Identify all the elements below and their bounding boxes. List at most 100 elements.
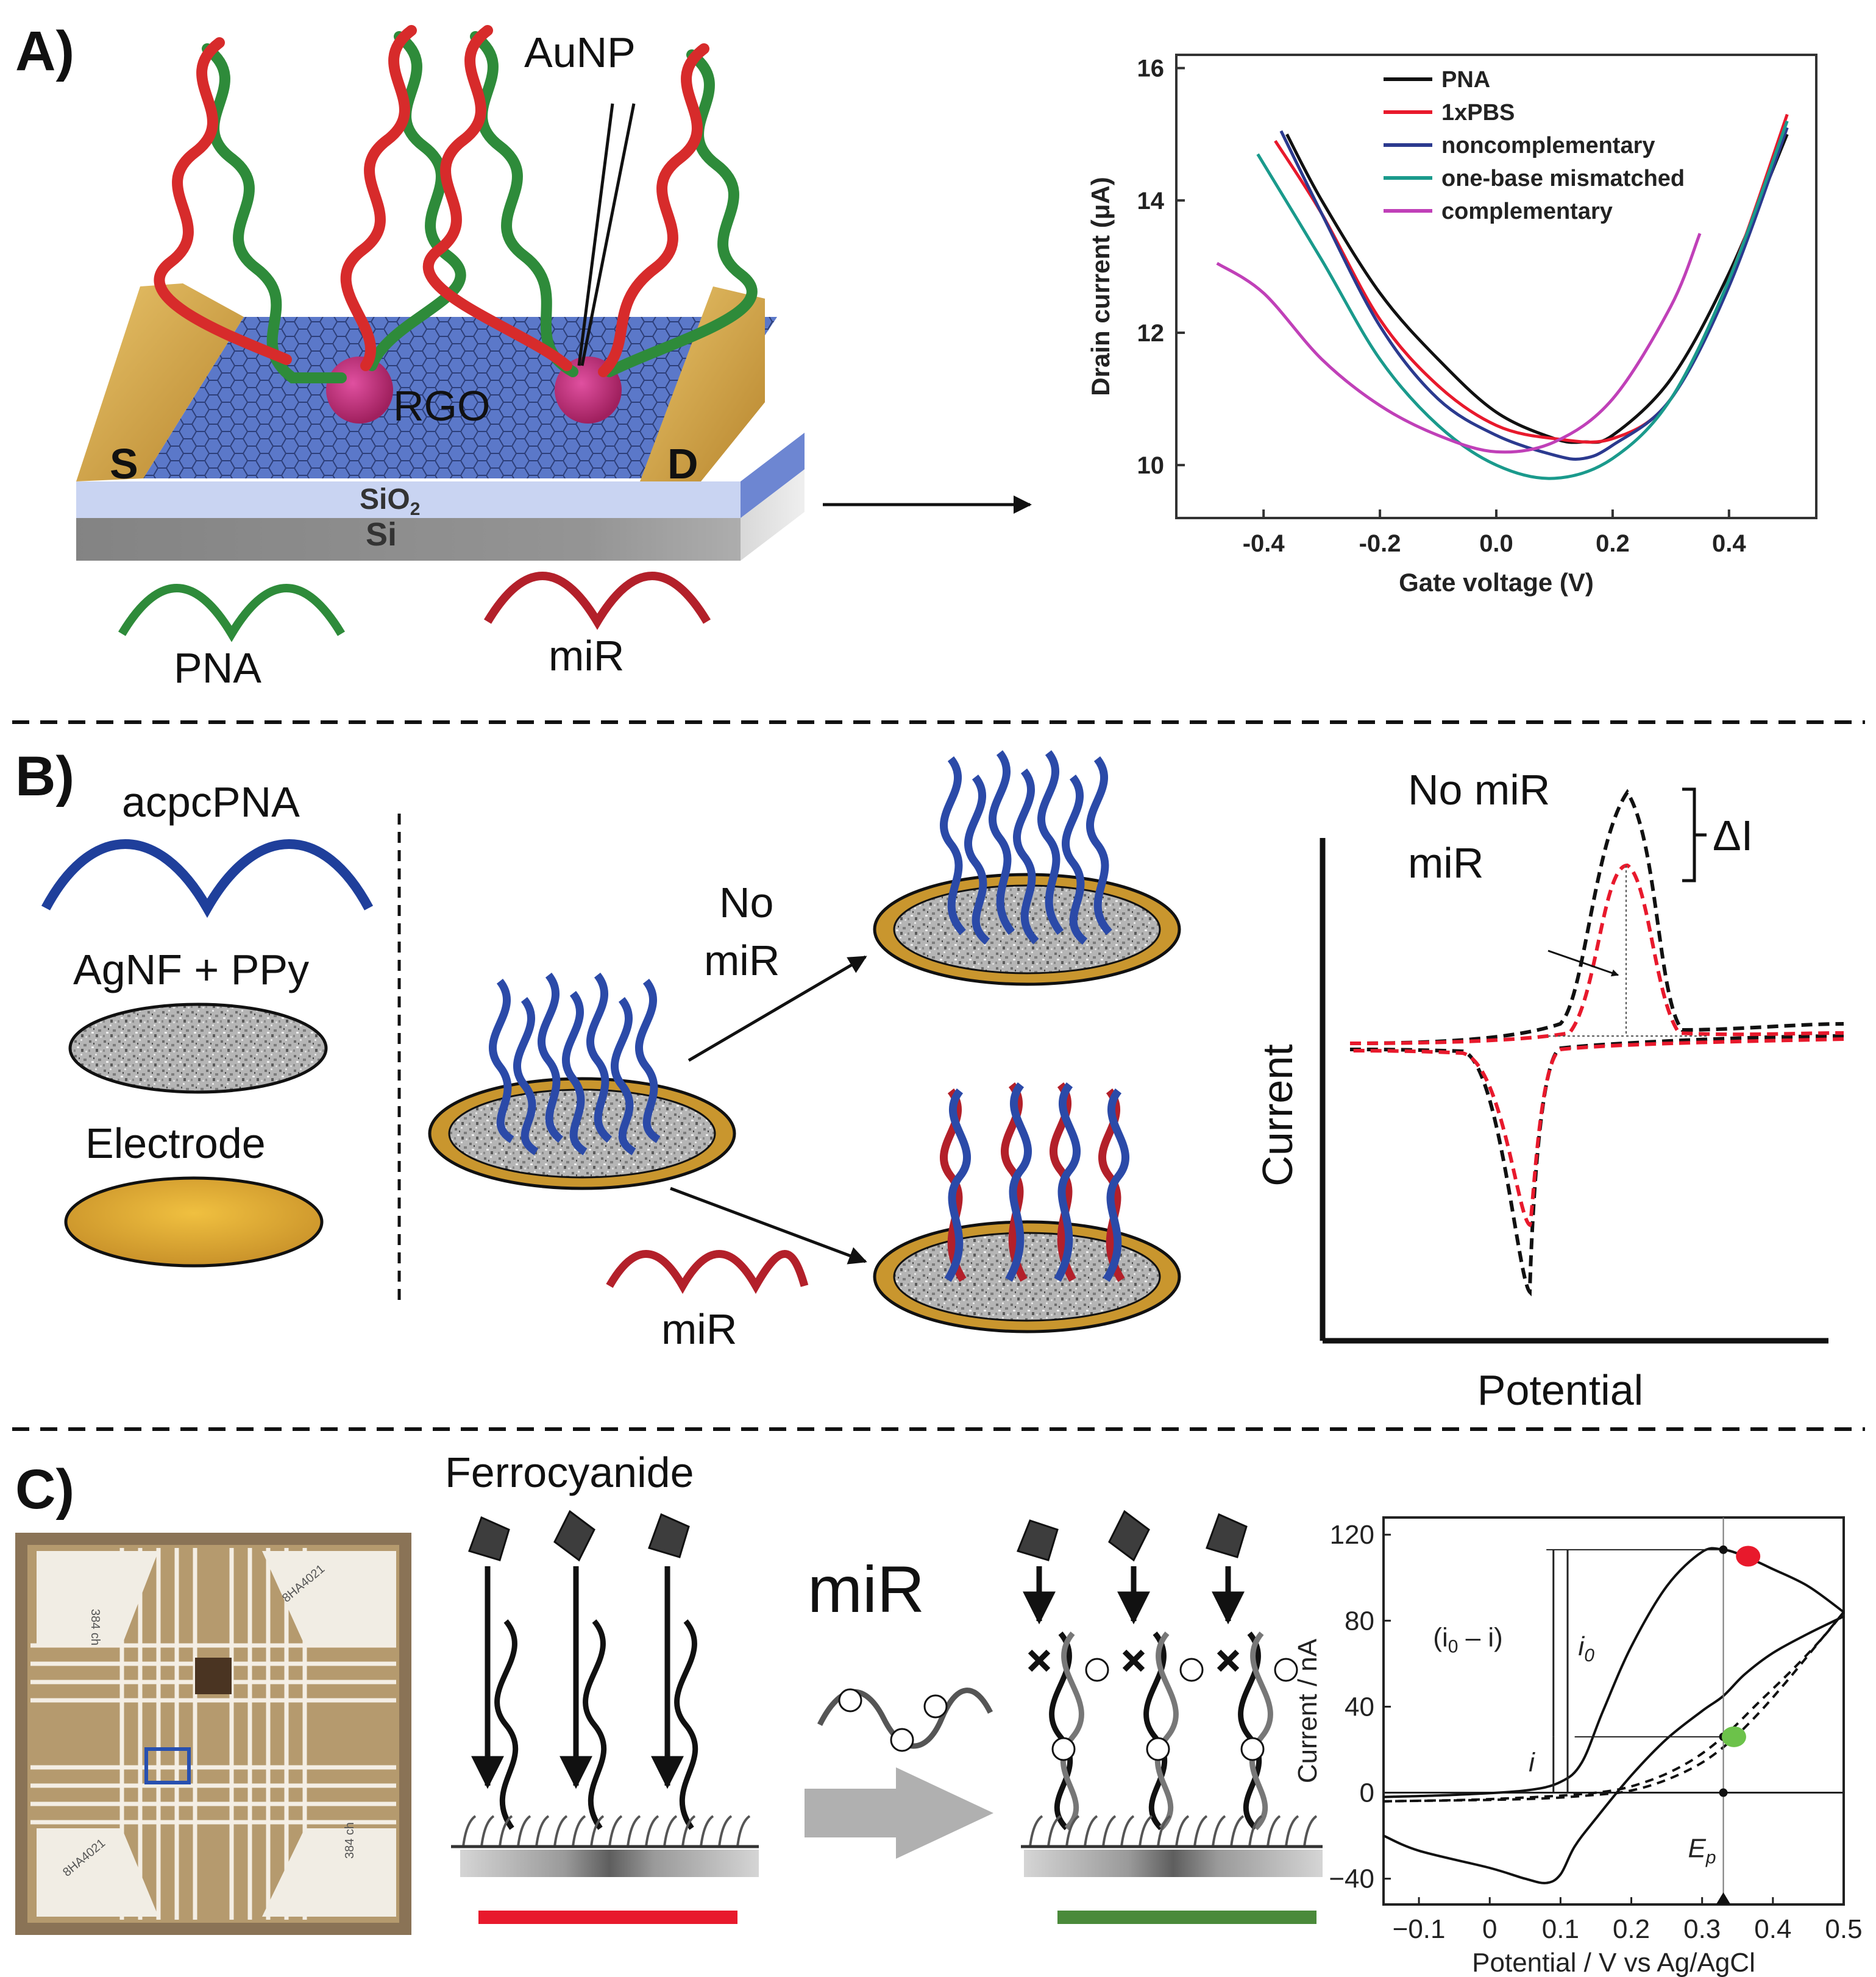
cv-no-mir-reverse xyxy=(1349,1034,1844,1297)
chart-c-xtick-label: 0.2 xyxy=(1613,1914,1650,1944)
cv-no-mir-label: No miR xyxy=(1408,766,1550,814)
chart-c-xtick-label: −0.1 xyxy=(1393,1914,1446,1944)
duplex-strand-1a xyxy=(1049,1631,1073,1831)
electrode-label: Electrode xyxy=(85,1120,266,1167)
chart-c-xtick-label: 0.3 xyxy=(1683,1914,1721,1944)
chart-c-xtick-label: 0.1 xyxy=(1542,1914,1579,1944)
substrate-right xyxy=(1024,1850,1323,1877)
mir-strand-c xyxy=(817,1688,993,1752)
mir-strand-icon-b xyxy=(606,1250,809,1294)
cv-no-mir-forward xyxy=(1349,789,1844,1045)
chart-a-series-line xyxy=(1256,120,1789,480)
duplex-strand-3a xyxy=(1238,1631,1262,1831)
probe-strand-2 xyxy=(583,1619,607,1830)
chip-pad-bl xyxy=(37,1828,158,1917)
drain-label: D xyxy=(667,440,698,488)
charge-icon xyxy=(838,1688,862,1713)
duplex-4-red xyxy=(598,43,709,377)
rgo-label: RGO xyxy=(393,382,490,430)
source-electrode xyxy=(76,283,244,481)
ferrocyanide-scheme-hybridized xyxy=(1016,1510,1323,1924)
duplex-strand-2b xyxy=(1154,1631,1179,1831)
mir-strand-icon xyxy=(483,572,711,630)
duplex-1-red xyxy=(154,37,292,365)
rgo-fet-device: S D SiO2 Si RGO AuNP xyxy=(76,25,805,561)
cv-mir-label: miR xyxy=(1408,839,1483,887)
chip-highlight-box xyxy=(144,1747,191,1784)
chart-c-ep-sub: p xyxy=(1705,1847,1716,1867)
chart-c-ep-label: Ep xyxy=(1688,1833,1716,1867)
surface-linkers-right xyxy=(1029,1815,1318,1847)
ferrocyanide-ion-2 xyxy=(553,1510,595,1562)
mir-big-label: miR xyxy=(808,1552,925,1626)
chart-c-i-label: i xyxy=(1529,1747,1535,1777)
charge-icon xyxy=(1179,1658,1204,1682)
chart-b-xlabel: Potential xyxy=(1477,1366,1643,1414)
chart-c-i0-minus-i-sub: 0 xyxy=(1448,1637,1459,1657)
source-label: S xyxy=(110,440,138,488)
chart-c-i0-minus-i-tail: – i) xyxy=(1458,1623,1502,1653)
delta-i-label: ΔI xyxy=(1713,812,1753,859)
chip-text-3: 384 ch xyxy=(88,1609,102,1645)
probe-strand-1 xyxy=(494,1619,519,1830)
charge-icon xyxy=(1240,1737,1265,1761)
chart-a-legend-label: PNA xyxy=(1441,67,1490,93)
cv-mir-reverse xyxy=(1349,1037,1844,1228)
delta-i-bracket xyxy=(1682,787,1707,882)
chart-c-point-dot xyxy=(1719,1788,1728,1797)
panel-b-letter: B) xyxy=(15,745,74,807)
chart-a-legend-label: one-base mismatched xyxy=(1441,166,1685,191)
aunp-ball-1 xyxy=(326,357,393,424)
chart-b-ylabel: Current xyxy=(1254,1044,1301,1186)
chip-pad-tl xyxy=(37,1551,158,1645)
chip-text-4: 384 ch xyxy=(343,1822,357,1859)
chart-c-xtick-label: 0.4 xyxy=(1754,1914,1791,1944)
chart-a-xtick-label: 0.0 xyxy=(1479,530,1513,557)
ferrocyanide-ion-5 xyxy=(1108,1510,1150,1562)
chart-c-i0-sub: 0 xyxy=(1584,1645,1594,1666)
chart-c-i0-minus-i-label: (i0 – i) xyxy=(1433,1623,1502,1657)
duplex-3-green xyxy=(470,31,578,377)
chart-c-state-marker xyxy=(1721,1726,1746,1747)
duplex-2-green xyxy=(366,31,466,371)
panel-a: A) S D SiO2 Si RGO xyxy=(15,20,1817,692)
sio2-front xyxy=(76,481,741,518)
ferrocyanide-ion-6 xyxy=(1206,1513,1248,1558)
no-mir-text-2: miR xyxy=(704,937,780,984)
ferrocyanide-scheme-probe-only xyxy=(451,1510,759,1924)
block-x-icon xyxy=(1028,1649,1051,1672)
surface-linkers-left xyxy=(462,1815,751,1847)
electrode-chip-photo: 8HA4021 8HA4021 384 ch 384 ch xyxy=(15,1533,411,1935)
chart-c-xtick-label: 0.5 xyxy=(1825,1914,1862,1944)
duplex-1-green xyxy=(202,43,347,383)
charge-icon xyxy=(890,1728,914,1752)
agnf-ppy-label: AgNF + PPy xyxy=(73,946,309,993)
electrode-mir-result xyxy=(873,1082,1181,1333)
pna-strand-icon xyxy=(118,584,346,642)
chart-a-ytick-label: 16 xyxy=(1137,55,1165,82)
signal-bar-green xyxy=(1057,1911,1316,1924)
chart-c-ytick-label: 40 xyxy=(1345,1692,1374,1722)
arrow-mir xyxy=(670,1187,867,1265)
acpcpna-label: acpcPNA xyxy=(122,778,300,826)
chart-a-xtick-label: 0.4 xyxy=(1712,530,1746,557)
charge-icon xyxy=(923,1694,948,1719)
block-x-icon xyxy=(1122,1649,1145,1672)
pna-legend-label: PNA xyxy=(174,644,261,692)
chart-c-xlabel: Potential / V vs Ag/AgCl xyxy=(1472,1948,1755,1977)
chart-a-ylabel: Drain current (μA) xyxy=(1086,177,1115,396)
chart-a-xtick-label: -0.2 xyxy=(1359,530,1401,557)
electrode-disk-icon xyxy=(64,1176,324,1268)
duplex-4-green xyxy=(604,49,758,377)
hybridization-arrow xyxy=(805,1767,993,1859)
chip-pad-tr xyxy=(262,1551,396,1645)
chart-c-ytick-label: −40 xyxy=(1329,1864,1374,1894)
chart-c-ytick-label: 0 xyxy=(1360,1778,1374,1808)
charge-icon xyxy=(1146,1737,1170,1761)
panel-a-letter: A) xyxy=(15,20,74,82)
si-front xyxy=(76,518,741,561)
signal-bar-red xyxy=(478,1911,737,1924)
substrate-left xyxy=(460,1850,759,1877)
